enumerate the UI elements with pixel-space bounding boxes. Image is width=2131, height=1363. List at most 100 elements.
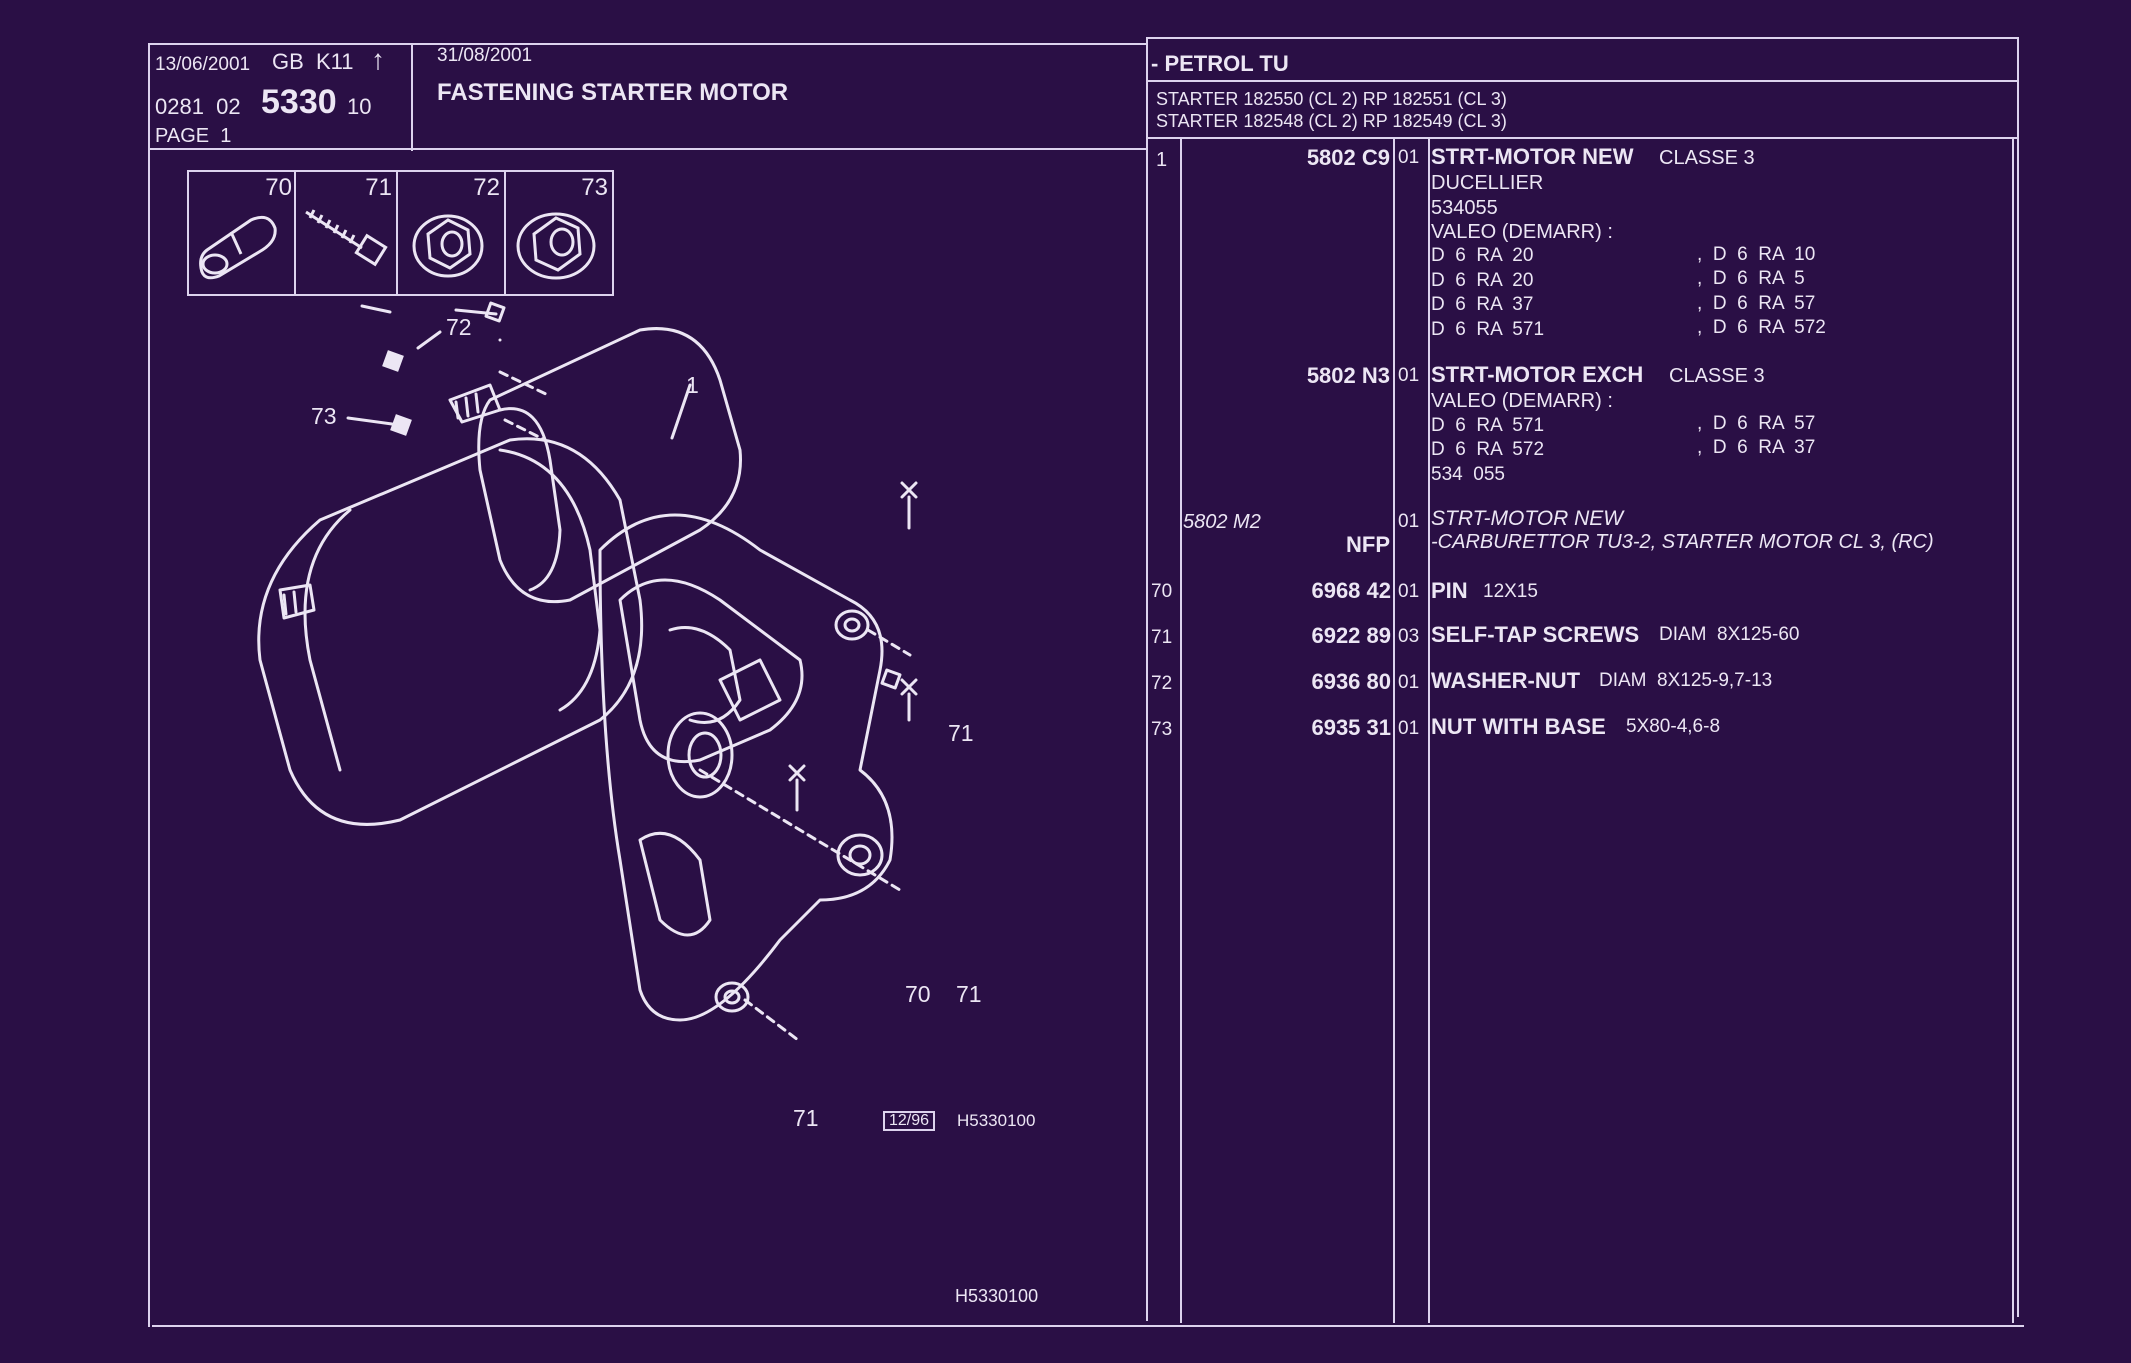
header-page-label: PAGE 1 — [155, 125, 232, 147]
part-detail: 534055 — [1431, 197, 1498, 219]
part-ref: 71 — [1151, 627, 1173, 648]
frame-top-left — [148, 43, 1146, 45]
thumb-label: 72 — [473, 174, 500, 201]
variant-right: , D 6 RA 57 — [1697, 293, 1816, 314]
diagram-ref: H5330100 — [957, 1111, 1036, 1130]
part-qty: 01 — [1398, 365, 1420, 386]
section-petrol: - PETROL TU — [1151, 51, 1289, 76]
part-name: STRT-MOTOR NEW — [1431, 144, 1634, 169]
part-detail: -CARBURETTOR TU3-2, STARTER MOTOR CL 3, … — [1431, 531, 1934, 553]
part-detail: 534 055 — [1431, 464, 1505, 485]
callout-71-b: 71 — [956, 981, 982, 1007]
part-ref: 73 — [1151, 719, 1173, 740]
part-name: PIN — [1431, 578, 1468, 603]
variant-right: , D 6 RA 5 — [1697, 268, 1805, 289]
variant-left: D 6 RA 37 — [1431, 294, 1534, 315]
part-ref: 72 — [1151, 673, 1173, 694]
header-left-divider — [411, 43, 413, 151]
base-nut-icon — [516, 212, 596, 280]
part-desc: 5X80-4,6-8 — [1626, 716, 1721, 737]
thumb-cell-70: 70 — [187, 170, 296, 296]
part-code-alt: 5802 M2 — [1183, 511, 1261, 533]
callout-70: 70 — [905, 981, 931, 1007]
header-right-hline1 — [1146, 80, 2017, 82]
diagram-stamp: 12/96 — [883, 1111, 936, 1131]
variant-left: D 6 RA 572 — [1431, 439, 1545, 460]
header-right-hline2 — [1146, 137, 2017, 139]
col-divider-1 — [1180, 137, 1182, 1323]
part-code: 5802 C9 — [1306, 145, 1390, 170]
thumb-cell-72: 72 — [396, 170, 506, 296]
col-divider-3 — [1428, 137, 1430, 1323]
part-qty: 01 — [1398, 672, 1420, 693]
callout-71-c: 71 — [793, 1105, 819, 1131]
variant-right: , D 6 RA 57 — [1697, 413, 1816, 434]
thumb-label: 73 — [581, 174, 608, 201]
part-code: 5802 N3 — [1306, 363, 1390, 388]
header-ref-suffix: 10 — [347, 94, 372, 119]
part-qty: 03 — [1398, 626, 1420, 647]
header-date2: 31/08/2001 — [437, 45, 533, 66]
callout-1: 1 — [686, 372, 699, 398]
header-ref-main: 5330 — [261, 83, 337, 121]
variant-left: D 6 RA 571 — [1431, 415, 1545, 436]
washer-nut-icon — [412, 214, 484, 278]
variant-left: D 6 RA 20 — [1431, 245, 1534, 266]
part-code: 6936 80 — [1311, 669, 1391, 694]
pin-icon — [199, 215, 277, 280]
part-code: 6935 31 — [1311, 715, 1391, 740]
part-qty: 01 — [1398, 511, 1420, 532]
thumb-cell-71: 71 — [294, 170, 398, 296]
part-ref: 70 — [1151, 581, 1173, 602]
part-name: SELF-TAP SCREWS — [1431, 622, 1640, 647]
thumb-label: 71 — [365, 174, 392, 201]
variant-left: D 6 RA 20 — [1431, 270, 1534, 291]
variant-right: , D 6 RA 572 — [1697, 317, 1826, 338]
variant-left: D 6 RA 571 — [1431, 319, 1545, 340]
starter-line-1: STARTER 182550 (CL 2) RP 182551 (CL 3) — [1156, 89, 1507, 109]
part-qty: 01 — [1398, 718, 1420, 739]
part-qty: 01 — [1398, 147, 1420, 168]
thumb-label: 70 — [265, 174, 292, 201]
part-nfp: NFP — [1346, 532, 1390, 557]
callout-71-a: 71 — [948, 720, 974, 746]
col-divider-4 — [2012, 137, 2014, 1323]
part-ref-1: 1 — [1156, 149, 1168, 171]
variant-right: , D 6 RA 37 — [1697, 437, 1816, 458]
col-divider-2 — [1393, 137, 1395, 1323]
arrow-up-icon: ↑ — [371, 44, 385, 75]
part-name: NUT WITH BASE — [1431, 714, 1606, 739]
frame-mid-divider — [1146, 37, 1148, 1321]
frame-bottom — [152, 1325, 2024, 1327]
part-name: STRT-MOTOR EXCH — [1431, 362, 1644, 387]
part-detail: VALEO (DEMARR) : — [1431, 221, 1613, 243]
part-detail: DUCELLIER — [1431, 172, 1544, 194]
part-qty: 01 — [1398, 581, 1420, 602]
thumb-cell-73: 73 — [504, 170, 614, 296]
part-code: 6968 42 — [1311, 578, 1391, 603]
part-desc: DIAM 8X125-60 — [1659, 624, 1800, 645]
frame-right — [2017, 37, 2019, 1317]
part-name: STRT-MOTOR NEW — [1431, 507, 1624, 530]
callout-73: 73 — [311, 403, 337, 429]
header-date1: 13/06/2001 — [155, 54, 251, 75]
frame-left — [148, 43, 150, 1327]
part-code: 6922 89 — [1311, 623, 1391, 648]
variant-right: , D 6 RA 10 — [1697, 244, 1816, 265]
part-name: WASHER-NUT — [1431, 668, 1581, 693]
footer-ref: H5330100 — [955, 1286, 1039, 1306]
part-desc: CLASSE 3 — [1669, 365, 1765, 387]
starter-line-2: STARTER 182548 (CL 2) RP 182549 (CL 3) — [1156, 111, 1507, 131]
part-detail: VALEO (DEMARR) : — [1431, 390, 1613, 412]
frame-top-right — [1146, 37, 2017, 39]
header-left-hline — [148, 148, 1146, 150]
top-leaders — [346, 330, 692, 440]
part-desc: DIAM 8X125-9,7-13 — [1599, 670, 1773, 691]
starter-motor-diagram — [257, 301, 918, 1042]
callout-72: 72 — [446, 314, 472, 340]
part-desc: 12X15 — [1483, 581, 1538, 602]
page-title: FASTENING STARTER MOTOR — [437, 79, 789, 106]
header-lang-code: GB K11 — [272, 49, 354, 74]
part-desc: CLASSE 3 — [1659, 147, 1755, 169]
screw-icon — [305, 209, 388, 267]
